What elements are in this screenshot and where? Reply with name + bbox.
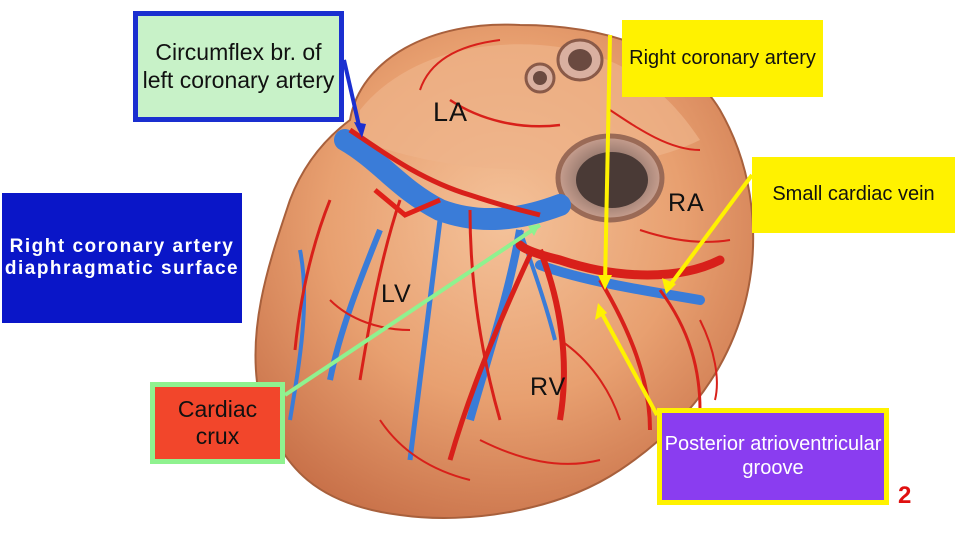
label-rv: RV	[530, 373, 567, 401]
page-number: 2	[898, 482, 912, 509]
pointer-circumflex	[342, 59, 362, 131]
small-cardiac-vein-label: Small cardiac vein	[772, 183, 935, 206]
coronary-sinus	[334, 129, 571, 231]
rca-diaphragmatic-label-box: Right coronary artery diaphragmatic surf…	[2, 193, 242, 323]
right-coronary-artery-label: Right coronary artery	[629, 46, 816, 69]
circumflex-label-box: Circumflex br. of left coronary artery	[133, 11, 344, 122]
label-lv: LV	[381, 280, 412, 308]
small-cardiac-vein-label-box: Small cardiac vein	[752, 157, 955, 233]
pointer-rca-diaph	[373, 188, 441, 218]
circumflex-label: Circumflex br. of left coronary artery	[142, 39, 335, 93]
rca-diaphragmatic-label: Right coronary artery diaphragmatic surf…	[4, 235, 240, 279]
circumflex-artery	[348, 127, 541, 218]
posterior-av-groove-label: Posterior atrioventricular groove	[664, 432, 882, 479]
pointer-small-vein	[666, 173, 754, 290]
label-ra: RA	[668, 189, 705, 217]
pointer-post-av	[598, 309, 659, 416]
right-coronary-artery	[515, 240, 725, 280]
cardiac-crux-label-box: Cardiac crux	[150, 382, 285, 464]
pointer-rca-top	[603, 34, 612, 286]
posterior-av-groove-label-box: Posterior atrioventricular groove	[657, 408, 889, 505]
label-la: LA	[433, 97, 469, 127]
right-coronary-artery-label-box: Right coronary artery	[622, 20, 823, 97]
pointer-crux	[283, 223, 542, 397]
cardiac-crux-label: Cardiac crux	[177, 395, 258, 449]
